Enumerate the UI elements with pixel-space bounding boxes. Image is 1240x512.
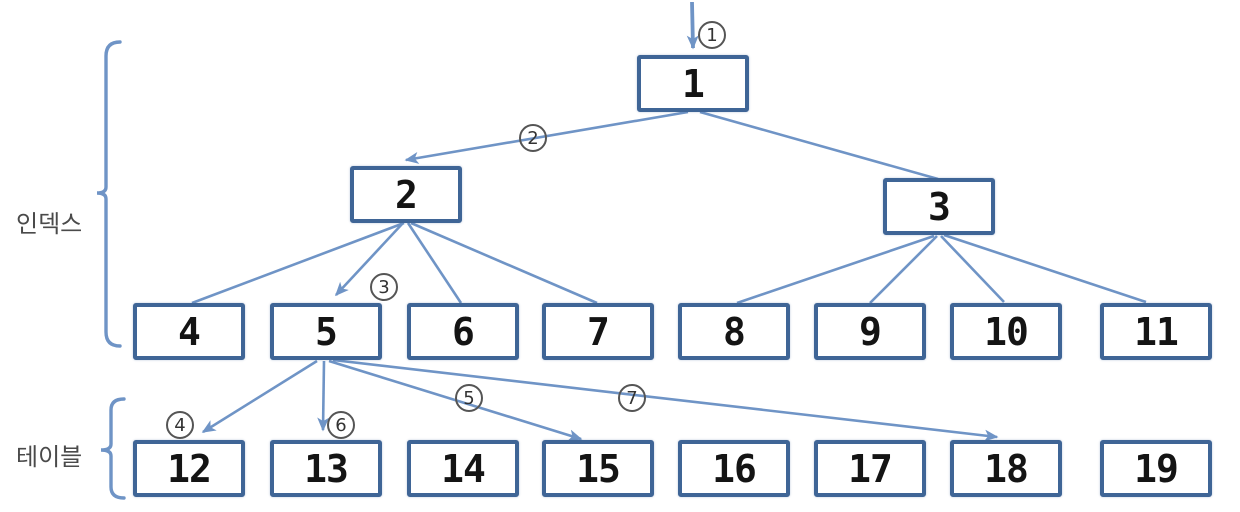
tree-node-12: 12 (133, 440, 245, 497)
edge-3-9 (869, 235, 938, 304)
arrow-step-1 (686, 1, 699, 50)
step-marker-3: 3 (370, 273, 398, 301)
tree-node-1: 1 (637, 55, 749, 112)
tree-node-7: 7 (542, 303, 654, 360)
group-braces (96, 40, 126, 500)
tree-node-6: 6 (407, 303, 519, 360)
tree-node-17: 17 (814, 440, 926, 497)
step-marker-6: 6 (327, 411, 355, 439)
tree-node-13: 13 (270, 440, 382, 497)
tree-node-4: 4 (133, 303, 245, 360)
tree-node-10: 10 (950, 303, 1062, 360)
tree-node-14: 14 (407, 440, 519, 497)
step-marker-4: 4 (166, 411, 194, 439)
tree-node-8: 8 (678, 303, 790, 360)
index-brace (96, 40, 122, 348)
edge-2-4 (191, 221, 405, 305)
tree-node-18: 18 (950, 440, 1062, 497)
traversal-arrows (201, 1, 999, 442)
arrow-step-3 (334, 222, 404, 297)
tree-edges (191, 110, 1147, 305)
arrow-step-2 (404, 110, 689, 164)
step-marker-2: 2 (519, 124, 547, 152)
edge-2-7 (410, 221, 598, 305)
arrow-step-7 (332, 358, 999, 442)
edge-3-11 (943, 233, 1147, 304)
step-marker-5: 5 (455, 384, 483, 412)
index-group-label: 인덱스 (16, 210, 83, 238)
tree-node-16: 16 (678, 440, 790, 497)
table-brace (100, 397, 126, 500)
arrow-step-4 (201, 359, 318, 434)
arrow-step-6 (317, 360, 330, 432)
tree-node-5: 5 (270, 303, 382, 360)
tree-node-2: 2 (350, 166, 462, 223)
step-marker-1: 1 (698, 21, 726, 49)
edge-3-8 (736, 234, 935, 305)
tree-node-9: 9 (814, 303, 926, 360)
step-marker-7: 7 (618, 384, 646, 412)
table-group-label: 테이블 (16, 443, 83, 471)
tree-node-3: 3 (883, 178, 995, 235)
edge-3-10 (940, 235, 1005, 303)
tree-node-11: 11 (1100, 303, 1212, 360)
edge-1-3 (699, 110, 939, 181)
tree-node-15: 15 (542, 440, 654, 497)
edge-2-6 (406, 222, 463, 304)
tree-node-19: 19 (1100, 440, 1212, 497)
